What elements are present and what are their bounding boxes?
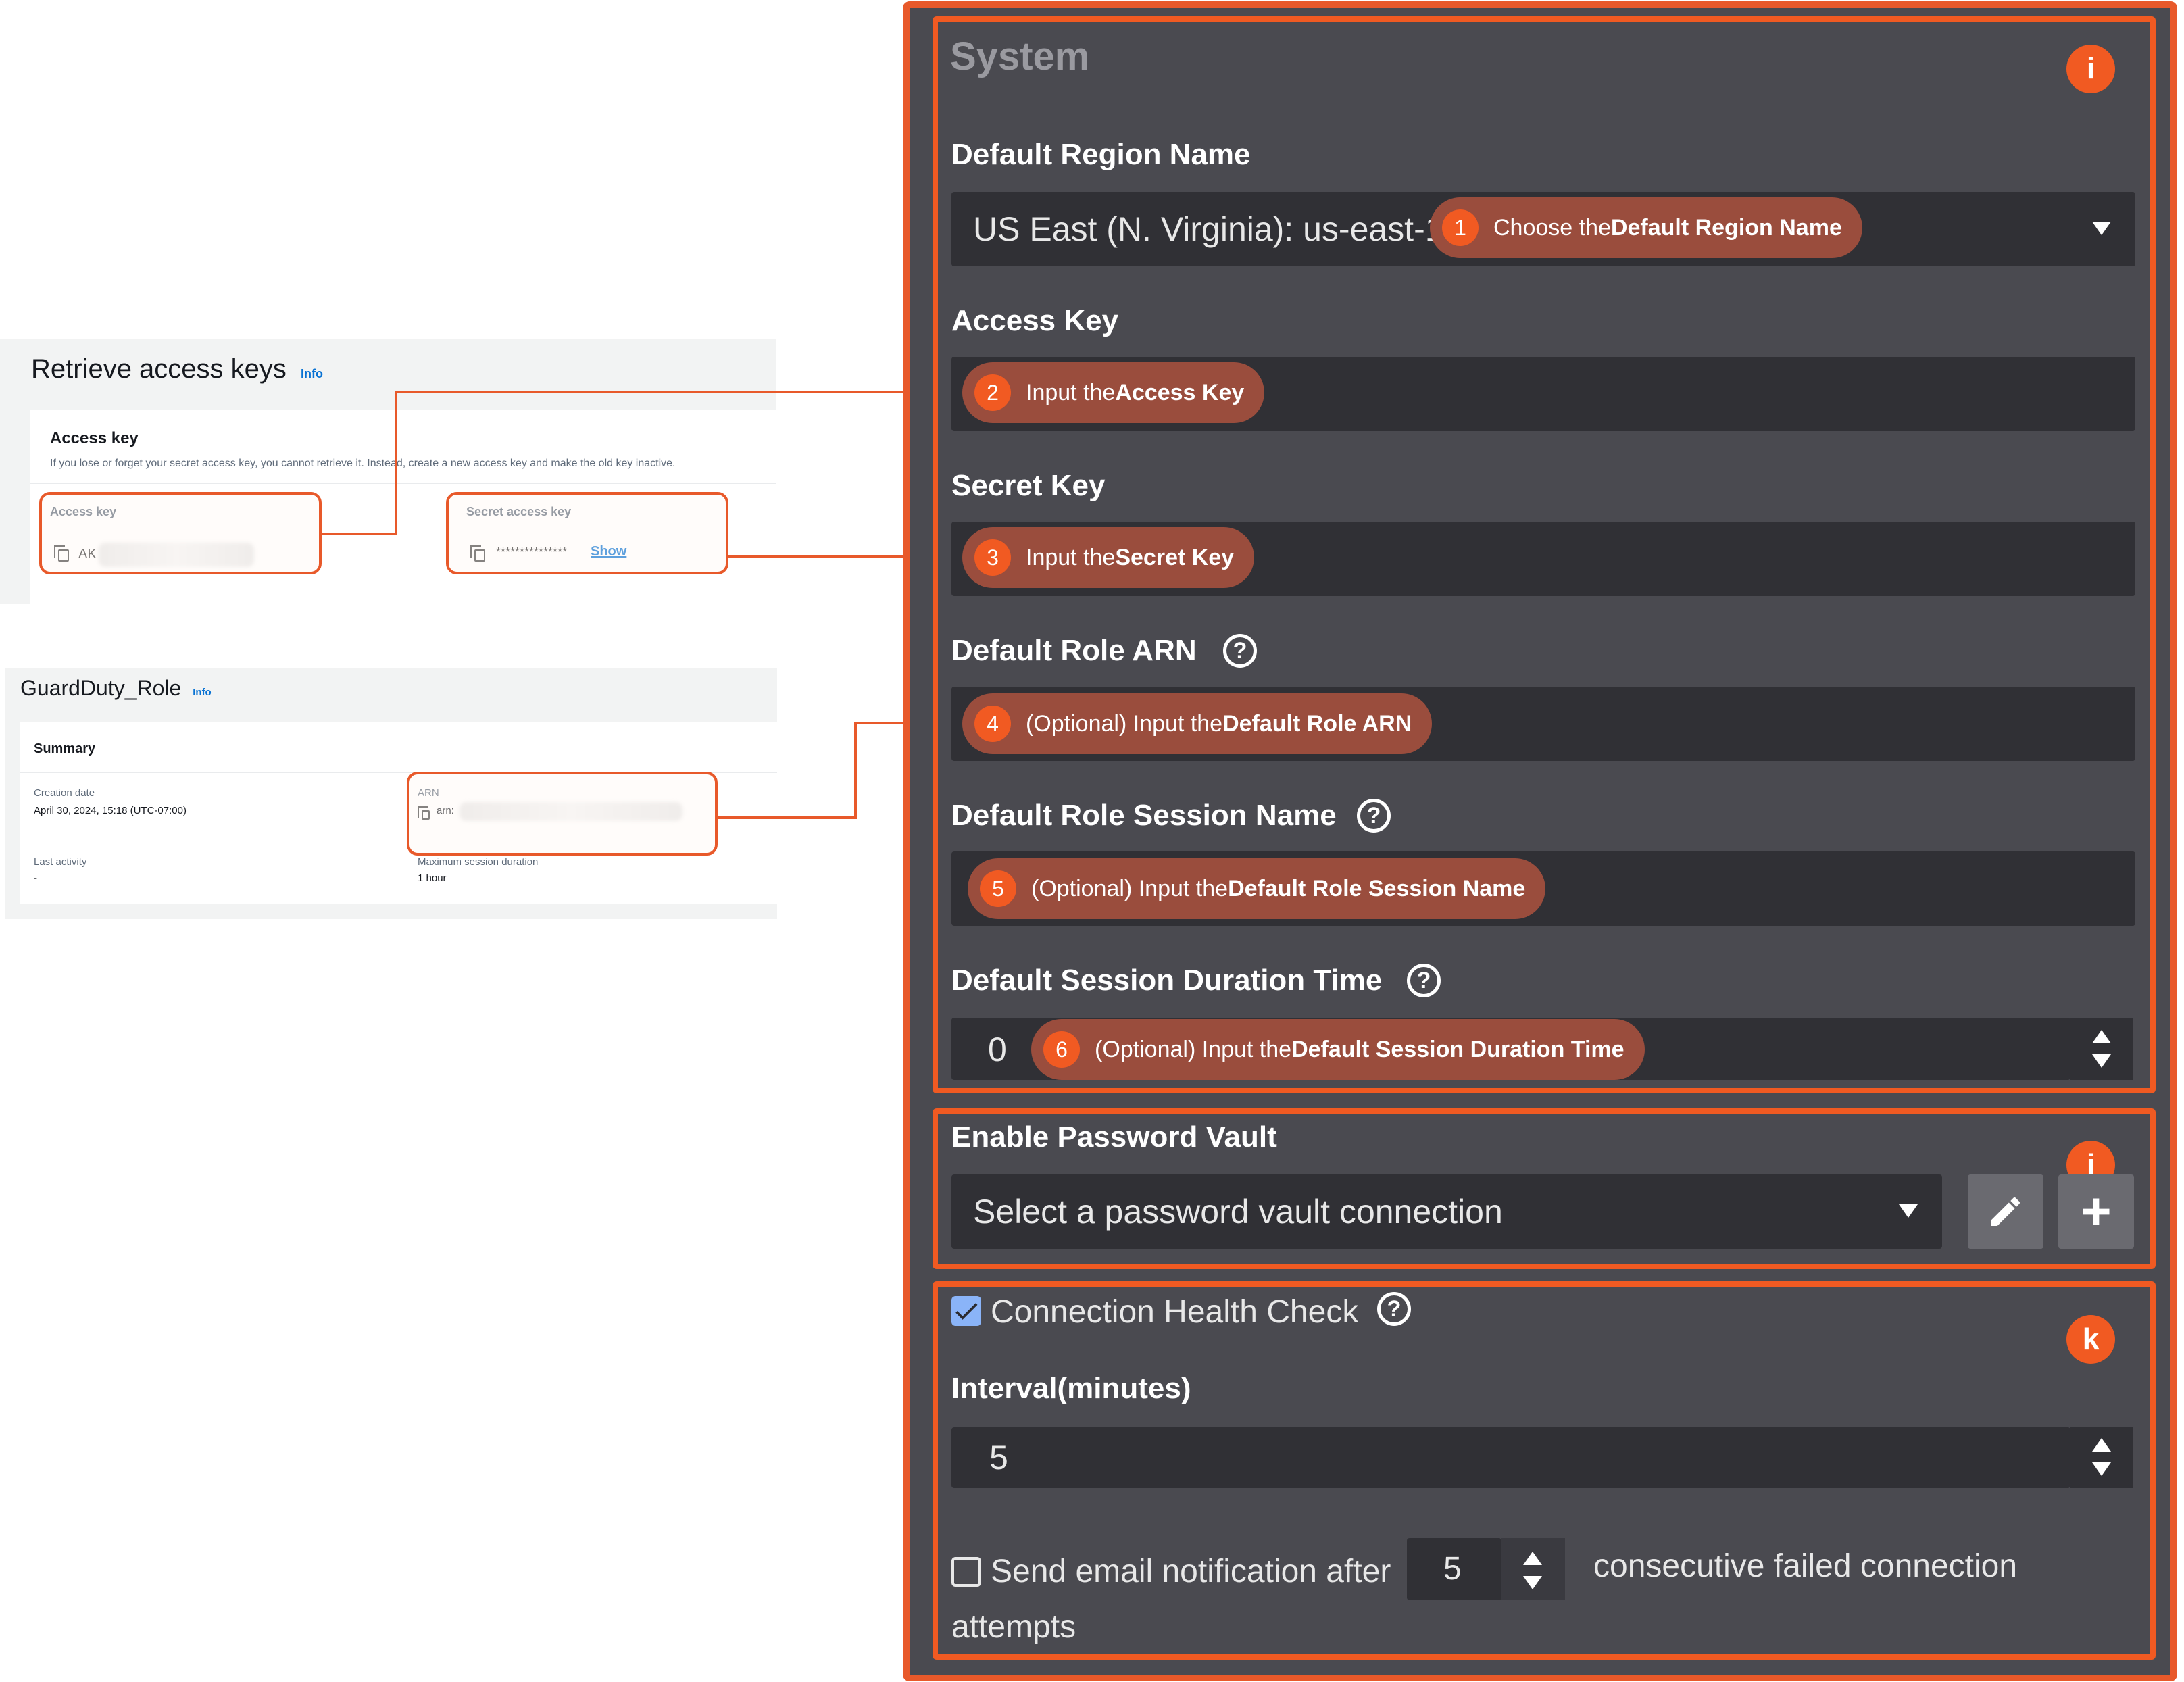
password-vault-section xyxy=(933,1108,2156,1269)
creation-date-value: April 30, 2024, 15:18 (UTC-07:00) xyxy=(34,805,187,816)
help-icon[interactable]: ? xyxy=(1357,799,1391,833)
help-icon[interactable]: ? xyxy=(1377,1292,1411,1326)
role-title: GuardDuty_Role Info xyxy=(20,676,212,700)
max-session-label: Maximum session duration xyxy=(418,856,539,868)
pencil-icon xyxy=(1991,1197,2020,1226)
access-key-card-title: Access key xyxy=(50,429,139,447)
secret-key-label: Secret Key xyxy=(951,469,1106,502)
session-duration-value: 0 xyxy=(988,1031,1007,1068)
summary-title: Summary xyxy=(34,741,96,756)
summary-card: Summary Creation date April 30, 2024, 15… xyxy=(20,722,777,904)
secret-key-column-label: Secret access key xyxy=(466,505,572,518)
stepper-up-icon[interactable] xyxy=(1523,1552,1542,1565)
interval-label: Interval(minutes) xyxy=(951,1372,1191,1405)
arn-highlight xyxy=(407,772,718,856)
arn-redacted xyxy=(460,802,682,821)
interval-stepper[interactable] xyxy=(2070,1427,2133,1488)
health-check-checkbox[interactable] xyxy=(951,1296,981,1326)
password-vault-label: Enable Password Vault xyxy=(951,1120,1277,1154)
health-check-label: Connection Health Check xyxy=(991,1294,1359,1330)
chevron-down-icon xyxy=(2092,222,2111,235)
email-notification-suffix: consecutive failed connection xyxy=(1593,1548,2018,1584)
callout-5: 5(Optional) Input the Default Role Sessi… xyxy=(968,858,1546,919)
interval-value: 5 xyxy=(989,1439,1008,1477)
stepper-down-icon[interactable] xyxy=(2092,1054,2111,1068)
show-secret-link[interactable]: Show xyxy=(591,544,627,559)
retrieve-info-link[interactable]: Info xyxy=(301,367,324,380)
stepper-up-icon[interactable] xyxy=(2092,1030,2111,1043)
chevron-down-icon xyxy=(1899,1204,1918,1218)
secret-key-masked: *************** xyxy=(496,545,568,559)
email-notification-label: Send email notification after xyxy=(991,1554,1391,1589)
creation-date-label: Creation date xyxy=(34,787,95,799)
section-badge-k: k xyxy=(2066,1315,2115,1364)
help-icon[interactable]: ? xyxy=(1223,634,1257,668)
callout-4: 4(Optional) Input the Default Role ARN xyxy=(962,693,1433,754)
guardduty-role-panel: GuardDuty_Role Info Summary Creation dat… xyxy=(5,668,777,919)
settings-panel xyxy=(903,1,2177,1681)
last-activity-value: - xyxy=(34,872,37,884)
region-value: US East (N. Virginia): us-east-1 xyxy=(973,210,1444,248)
last-activity-label: Last activity xyxy=(34,856,87,868)
access-key-card-desc: If you lose or forget your secret access… xyxy=(50,457,676,469)
arn-value: arn: xyxy=(437,805,454,816)
failed-count-stepper[interactable] xyxy=(1502,1538,1565,1600)
system-section xyxy=(933,16,2156,1093)
role-arn-label: Default Role ARN xyxy=(951,634,1197,667)
callout-6: 6(Optional) Input the Default Session Du… xyxy=(1031,1019,1645,1080)
password-vault-select[interactable]: Select a password vault connection xyxy=(951,1174,1942,1249)
max-session-value: 1 hour xyxy=(418,872,447,884)
edit-vault-button[interactable] xyxy=(1968,1174,2043,1249)
section-badge-i: i xyxy=(2066,45,2115,93)
plus-icon xyxy=(2083,1198,2110,1225)
region-label: Default Region Name xyxy=(951,138,1251,171)
email-notification-checkbox[interactable] xyxy=(951,1557,981,1587)
session-duration-stepper[interactable] xyxy=(2070,1018,2133,1080)
secret-key-highlight xyxy=(446,492,728,574)
arn-label: ARN xyxy=(418,787,439,799)
access-key-value: AK xyxy=(78,547,97,562)
access-key-highlight xyxy=(39,492,322,574)
password-vault-placeholder: Select a password vault connection xyxy=(973,1193,1503,1231)
role-session-name-label: Default Role Session Name xyxy=(951,799,1337,832)
failed-count-value: 5 xyxy=(1443,1551,1462,1587)
copy-icon[interactable] xyxy=(470,545,485,562)
interval-input[interactable]: 5 xyxy=(951,1427,2070,1488)
health-check-section xyxy=(933,1281,2156,1660)
role-info-link[interactable]: Info xyxy=(193,687,212,698)
retrieve-title: Retrieve access keys Info xyxy=(31,354,324,384)
session-duration-label: Default Session Duration Time xyxy=(951,964,1383,997)
checkmark-icon xyxy=(956,1303,978,1320)
system-title: System xyxy=(950,34,1090,78)
access-key-label: Access Key xyxy=(951,304,1119,337)
failed-count-input[interactable]: 5 xyxy=(1407,1538,1502,1600)
stepper-up-icon[interactable] xyxy=(2092,1438,2111,1452)
access-key-column-label: Access key xyxy=(50,505,117,518)
help-icon[interactable]: ? xyxy=(1407,964,1441,997)
copy-icon[interactable] xyxy=(418,806,430,820)
copy-icon[interactable] xyxy=(54,545,69,562)
email-notification-suffix-2: attempts xyxy=(951,1609,1076,1645)
stepper-down-icon[interactable] xyxy=(1523,1576,1542,1589)
stepper-down-icon[interactable] xyxy=(2092,1462,2111,1476)
add-vault-button[interactable] xyxy=(2058,1174,2134,1249)
access-key-connector xyxy=(322,378,962,535)
access-key-redacted xyxy=(99,543,254,567)
